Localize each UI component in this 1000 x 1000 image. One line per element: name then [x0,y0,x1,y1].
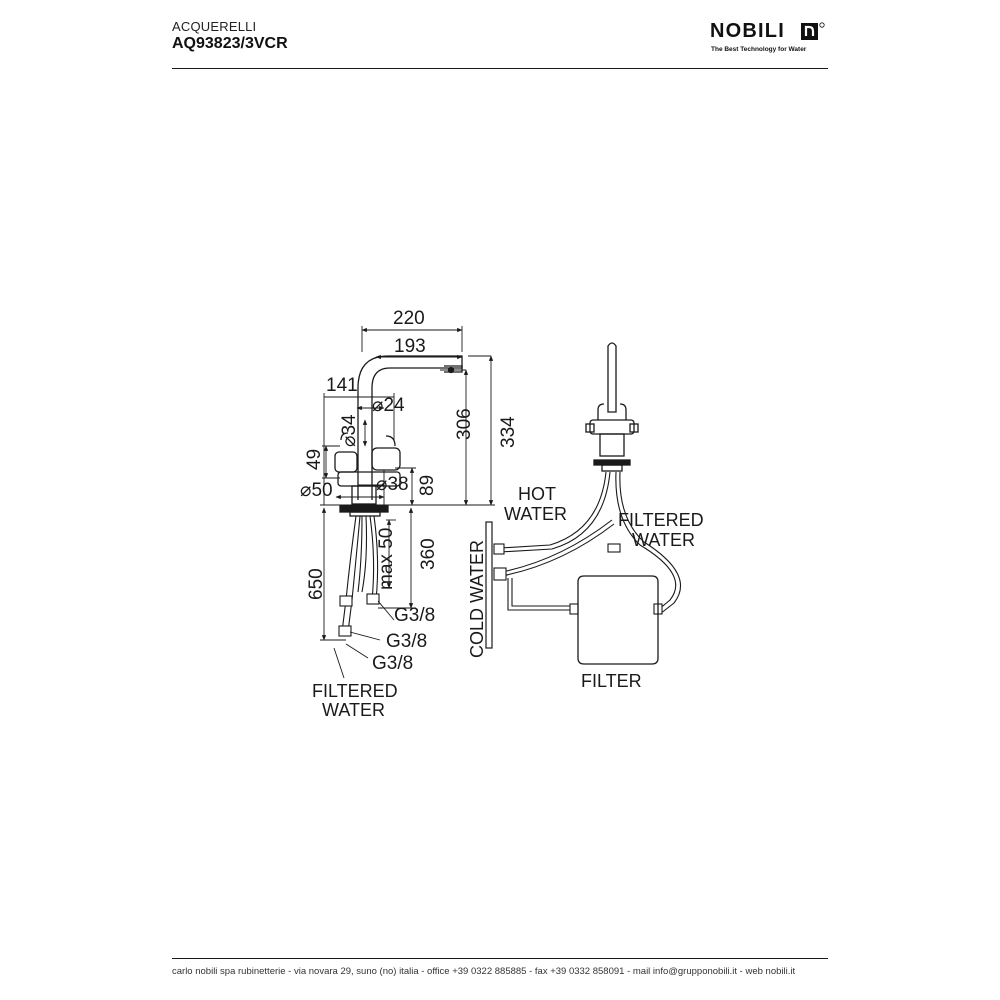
company-contact-footer: carlo nobili spa rubinetterie - via nova… [172,966,796,977]
label-hot-water-1: HOT [518,484,556,504]
dim-141: 141 [326,375,358,396]
brand-logo: NOBILI The Best Technology for Water [710,20,835,60]
label-filtered-water-right-2: WATER [632,530,695,550]
label-filtered-water-left-1: FILTERED [312,681,398,701]
thread-g38-1: G3/8 [394,605,435,626]
thread-g38-2: G3/8 [386,631,427,652]
label-hot-water-2: WATER [504,504,567,524]
dim-306: 306 [454,408,475,440]
dimension-lines [320,326,495,679]
thread-g38-3: G3/8 [372,653,413,674]
dim-diameter-34: ⌀34 [339,414,360,447]
brand-tagline: The Best Technology for Water [711,46,807,53]
label-filter: FILTER [581,671,642,691]
dim-89: 89 [417,475,438,496]
dim-diameter-50: ⌀50 [300,480,333,501]
footer-divider [172,958,828,959]
filter-cartridge [577,575,659,665]
label-filtered-water-left-2: WATER [322,700,385,720]
header-divider [172,68,828,69]
product-series: ACQUERELLI [172,19,257,34]
label-cold-water: COLD WATER [467,540,487,658]
dim-diameter-24: ⌀24 [372,395,405,416]
dim-diameter-38: ⌀38 [376,474,409,495]
dim-334: 334 [498,416,519,448]
dim-193: 193 [394,336,426,357]
product-model-code: AQ93823/3VCR [172,35,288,52]
brand-wordmark: NOBILI [710,20,785,42]
label-filtered-water-right-1: FILTERED [618,510,704,530]
dim-360: 360 [418,538,439,570]
install-hoses [493,471,682,615]
dim-650: 650 [306,568,327,600]
cabinet-wall [485,521,493,649]
brand-square-mark-icon [801,22,825,40]
dim-220: 220 [393,308,425,329]
dim-max-50: max 50 [376,528,397,590]
faucet-front-view [585,342,639,472]
supply-hoses-left [338,515,380,637]
dim-49: 49 [304,449,325,470]
